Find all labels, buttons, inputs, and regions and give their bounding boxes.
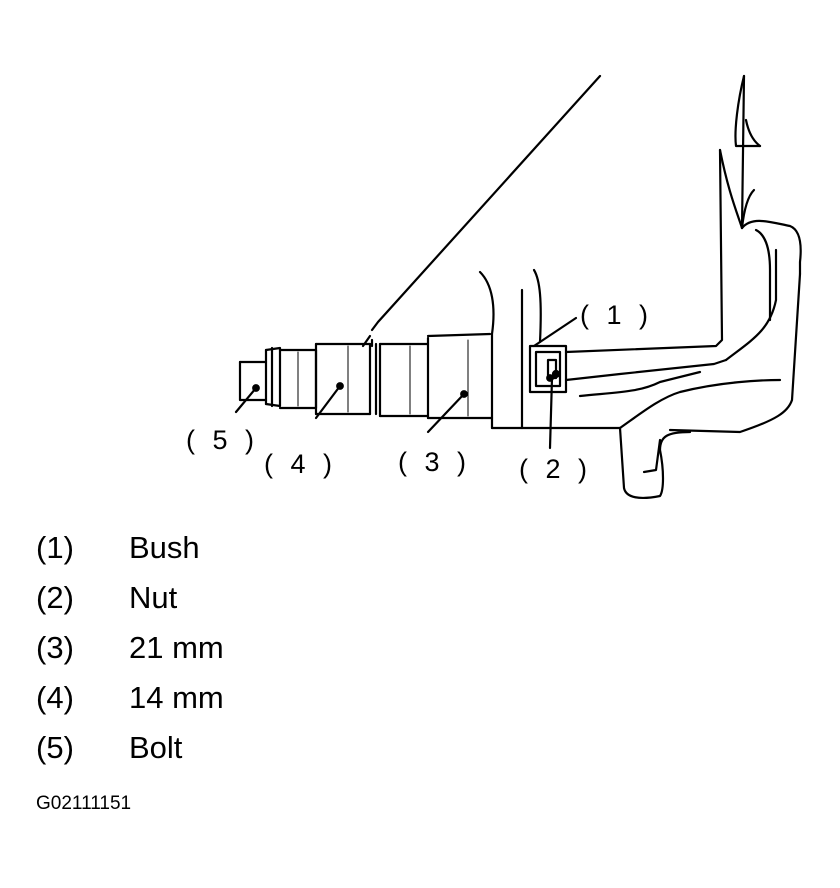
- callout-1: ( 1 ): [580, 300, 654, 330]
- control-arm-bracket: [564, 74, 802, 499]
- socket-tool: [238, 332, 622, 430]
- socket-body: [426, 270, 495, 430]
- figure-id: G02111151: [36, 793, 132, 814]
- legend-label: Nut: [129, 580, 178, 615]
- frame-arm: [361, 74, 602, 348]
- legend-label: 14 mm: [129, 680, 224, 715]
- legend-label: Bush: [129, 530, 200, 565]
- callout-3: ( 3 ): [398, 447, 472, 477]
- callout-leaders: [234, 316, 578, 450]
- callout-5: ( 5 ): [186, 425, 260, 455]
- legend-number: (1): [36, 530, 74, 565]
- callout-2: ( 2 ): [519, 454, 593, 484]
- legend-number: (3): [36, 630, 74, 665]
- legend-number: (4): [36, 680, 74, 715]
- suspension-bolt-illustration: [234, 74, 802, 499]
- bush-and-nut: [520, 268, 568, 430]
- legend-number: (5): [36, 730, 74, 765]
- legend-label: 21 mm: [129, 630, 224, 665]
- legend-number: (2): [36, 580, 74, 615]
- callout-4: ( 4 ): [264, 449, 338, 479]
- legend-label: Bolt: [129, 730, 183, 765]
